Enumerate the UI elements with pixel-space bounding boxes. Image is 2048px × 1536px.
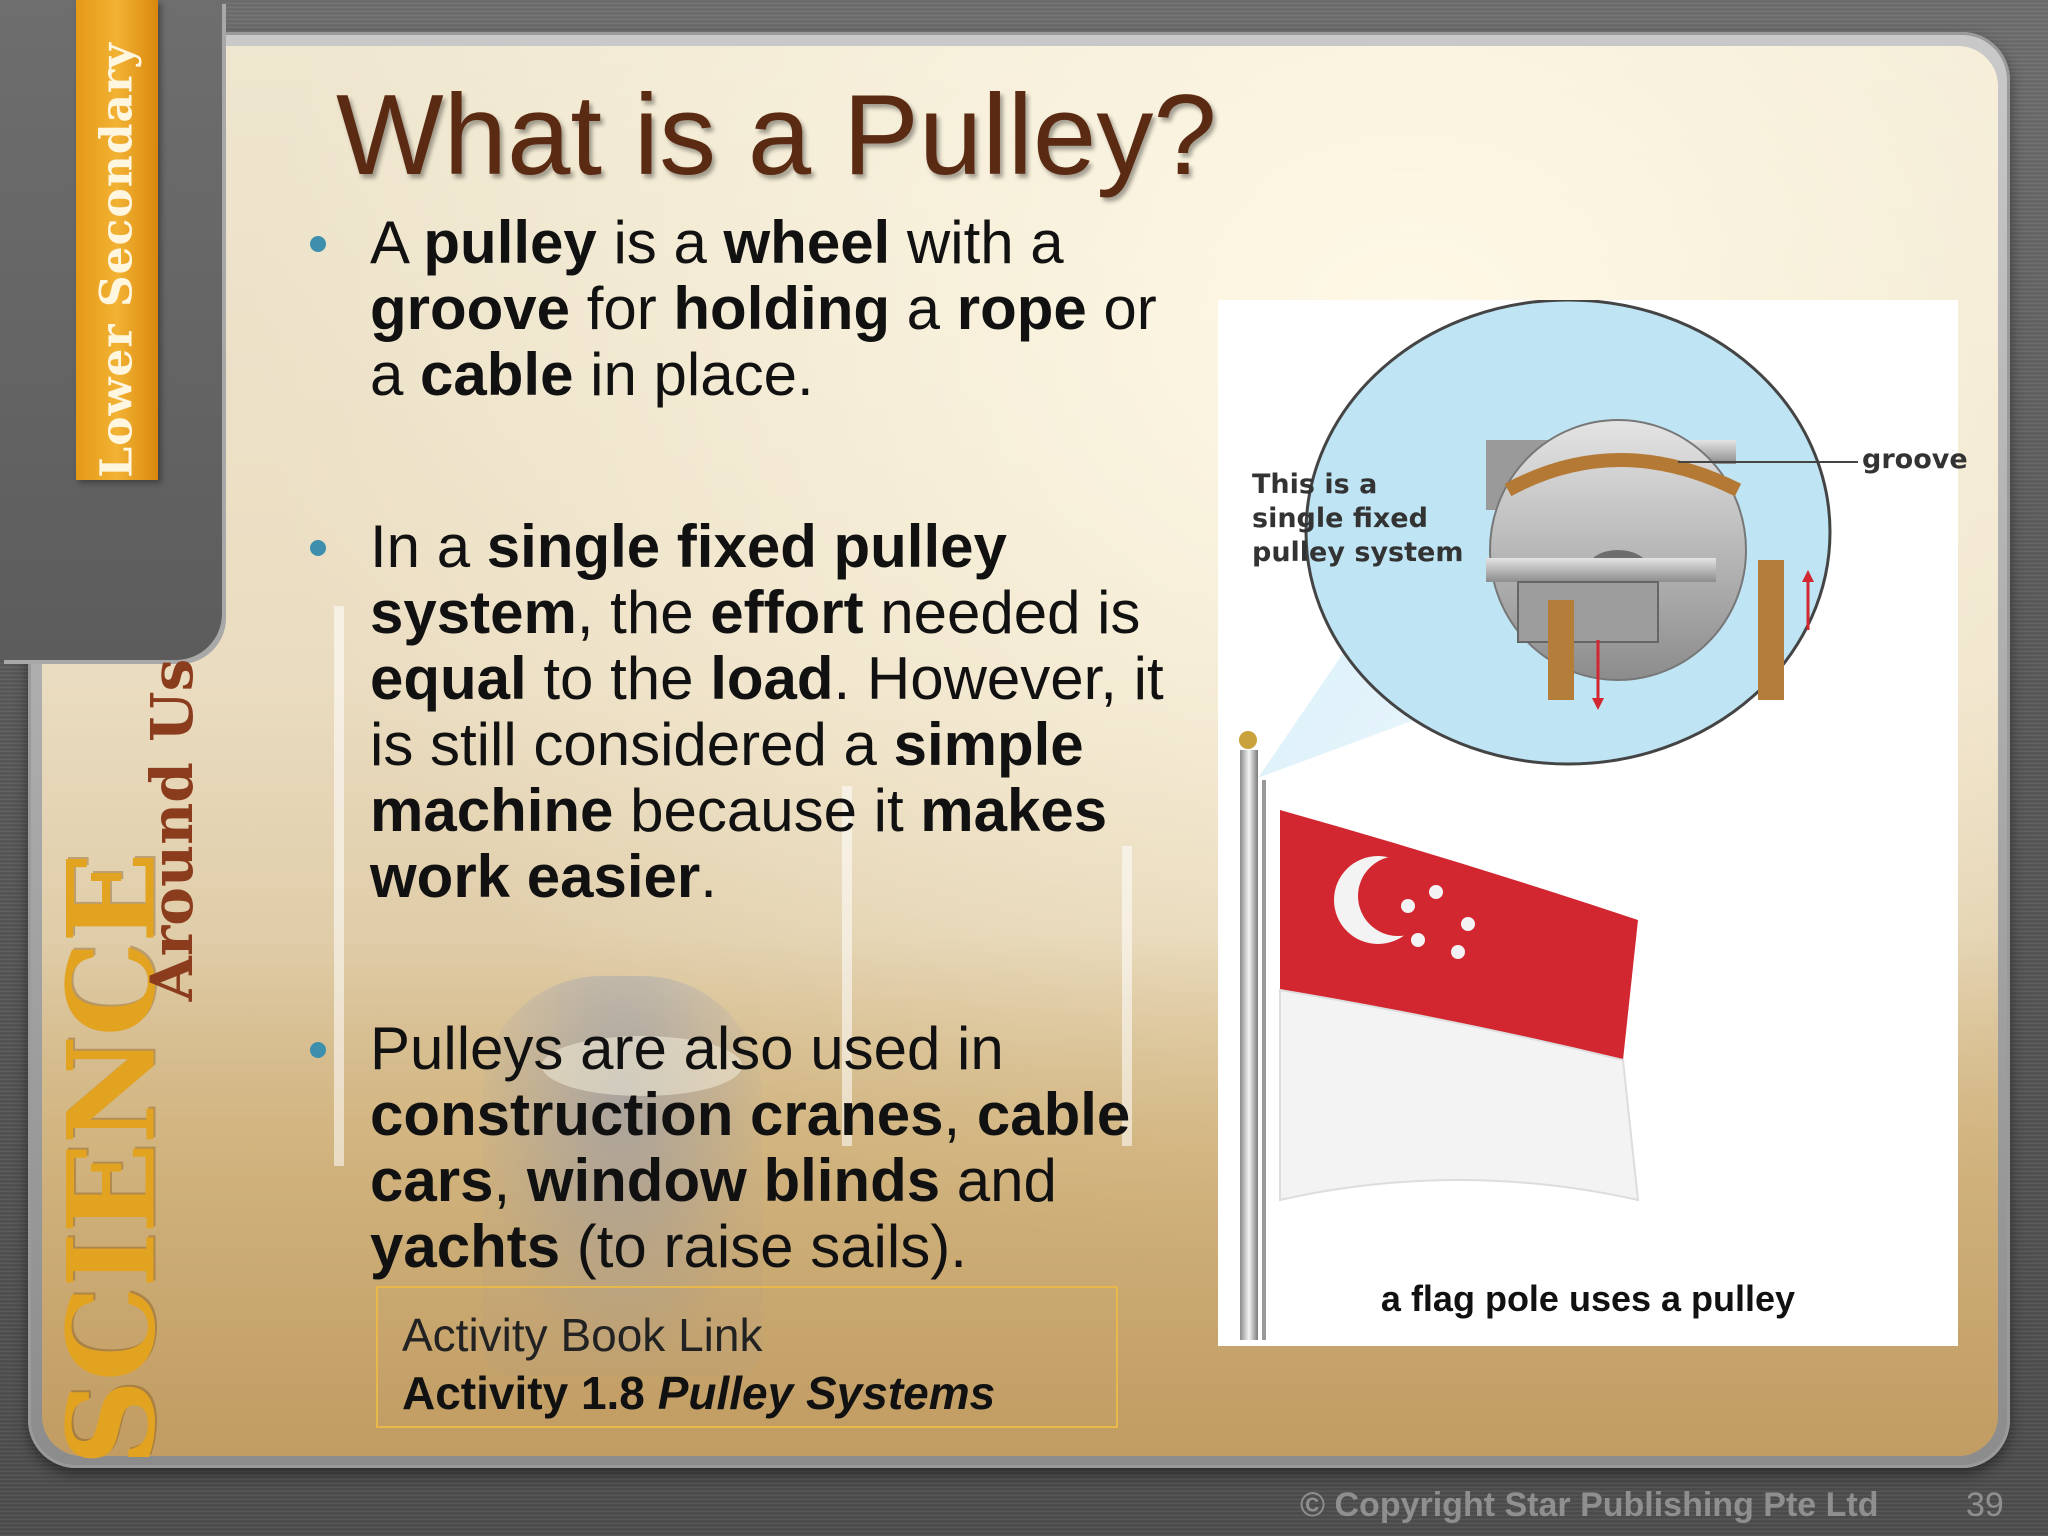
- text-run: for: [570, 275, 674, 342]
- bold-term: wheel: [723, 209, 891, 276]
- text-run: and: [940, 1147, 1057, 1214]
- bold-term: equal: [370, 645, 527, 712]
- wind-turbine-background: [334, 606, 344, 1166]
- rope-right: [1758, 560, 1784, 700]
- flag-pole-pulley-drawing: [1239, 298, 1858, 1340]
- bullet-item: A pulley is a wheel with a groove for ho…: [300, 210, 1200, 408]
- bullet-text: In a single fixed pulley system, the eff…: [370, 513, 1164, 910]
- bullet-item: In a single fixed pulley system, the eff…: [300, 514, 1200, 910]
- bullet-dot-icon: [310, 1042, 326, 1058]
- pulley-base: [1517, 581, 1659, 643]
- flag-crescent-inner: [1358, 856, 1438, 936]
- farmer-hat-background: [542, 1036, 742, 1096]
- text-run: . However, it is still considered a: [370, 645, 1164, 778]
- text-run: because it: [613, 777, 921, 844]
- bullet-text: Pulleys are also used in construction cr…: [370, 1015, 1130, 1280]
- activity-link-label: Activity Book Link: [402, 1309, 763, 1361]
- activity-name: Pulley Systems: [657, 1367, 996, 1419]
- text-run: in place.: [573, 341, 814, 408]
- text-run: ,: [493, 1147, 527, 1214]
- bullet-item: Pulleys are also used in construction cr…: [300, 1016, 1200, 1280]
- bullet-dot-icon: [310, 236, 326, 252]
- bold-term: groove: [370, 275, 571, 342]
- bold-term: holding: [673, 275, 890, 342]
- pole-finial: [1239, 731, 1257, 749]
- text-run: a: [890, 275, 957, 342]
- bold-term: cable: [420, 341, 574, 408]
- down-arrow-head-icon: [1592, 698, 1604, 710]
- text-run: is a: [596, 209, 724, 276]
- activity-book-link[interactable]: Activity Book Link Activity 1.8 Pulley S…: [376, 1286, 1118, 1428]
- groove-label: groove: [1862, 444, 1968, 475]
- text-run: A: [370, 209, 424, 276]
- bold-term: window blinds: [526, 1147, 941, 1214]
- logo-around-us: Around Us: [138, 658, 206, 1002]
- activity-number: Activity 1.8: [402, 1367, 658, 1419]
- text-run: to the: [526, 645, 711, 712]
- bullet-list: A pulley is a wheel with a groove for ho…: [300, 210, 1200, 1280]
- up-arrow-head-icon: [1802, 570, 1814, 582]
- bold-term: single fixed pulley system: [370, 513, 1007, 646]
- text-run: or a: [370, 275, 1157, 408]
- flag-pole: [1240, 750, 1258, 1340]
- figure-caption: a flag pole uses a pulley: [1380, 1278, 1796, 1319]
- activity-link-title: Activity 1.8 Pulley Systems: [402, 1366, 995, 1420]
- pulley-bracket-bottom: [1486, 558, 1716, 582]
- bold-term: pulley: [423, 209, 597, 276]
- page-number: 39: [1966, 1486, 2004, 1524]
- series-tab: Lower Secondary: [76, 0, 158, 480]
- bold-term: simple machine: [370, 711, 1084, 844]
- pulley-rope: [1504, 453, 1742, 497]
- bold-term: load: [710, 645, 834, 712]
- flag-stars-icon: [1401, 885, 1475, 959]
- text-run: with a: [890, 209, 1064, 276]
- bold-term: cable cars: [370, 1081, 1131, 1214]
- text-run: , the: [576, 579, 711, 646]
- flag-white-band: [1279, 988, 1640, 1202]
- bullet-dot-icon: [310, 540, 326, 556]
- rope-left: [1548, 600, 1574, 700]
- copyright-notice: © Copyright Star Publishing Pte Ltd: [1300, 1486, 1879, 1524]
- pulley-system-label: This is a single fixed pulley system: [1252, 469, 1464, 568]
- wind-turbine-background: [1122, 846, 1132, 1146]
- bold-term: makes work easier: [370, 777, 1108, 910]
- bold-term: rope: [956, 275, 1087, 342]
- text-run: Pulleys are also used in: [370, 1015, 1004, 1082]
- bold-term: construction cranes: [370, 1081, 944, 1148]
- text-run: needed is: [863, 579, 1141, 646]
- text-run: (to raise sails).: [560, 1213, 967, 1280]
- pulley-illustration: This is a single fixed pulley system gro…: [1218, 298, 1968, 1346]
- text-run: .: [700, 843, 717, 910]
- bullet-text: A pulley is a wheel with a groove for ho…: [370, 209, 1157, 408]
- wind-turbine-background: [842, 786, 852, 1146]
- bold-term: yachts: [370, 1213, 561, 1280]
- text-run: ,: [943, 1081, 977, 1148]
- text-run: In a: [370, 513, 487, 580]
- bold-term: effort: [710, 579, 864, 646]
- series-tab-label: Lower Secondary: [91, 42, 143, 478]
- slide-title: What is a Pulley?: [336, 72, 1217, 199]
- flag-rope: [1262, 780, 1266, 1340]
